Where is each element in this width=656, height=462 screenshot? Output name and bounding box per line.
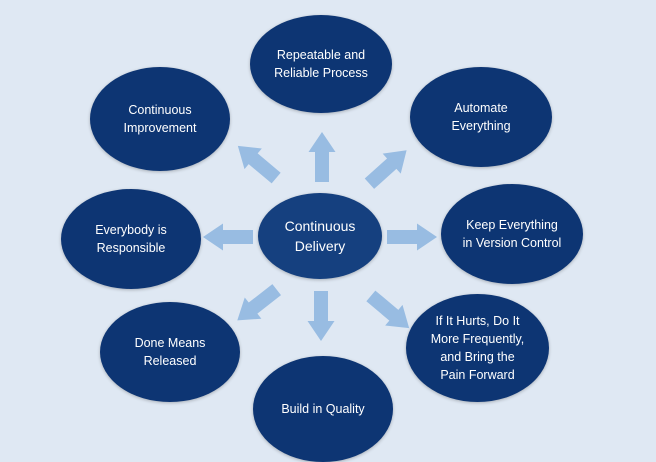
node-continuous-improvement: Continuous Improvement bbox=[90, 67, 230, 171]
node-repeatable-reliable-process: Repeatable and Reliable Process bbox=[250, 15, 392, 113]
repeatable-line-2: Reliable Process bbox=[274, 66, 368, 80]
everybody-line-1: Everybody is bbox=[95, 222, 167, 237]
improvement-line-2: Improvement bbox=[123, 121, 197, 135]
arrow-left bbox=[203, 223, 253, 251]
done-means-line-2: Released bbox=[143, 354, 197, 368]
node-version-control: Keep Everything in Version Control bbox=[441, 184, 583, 284]
version-control-line-1: Keep Everything bbox=[466, 217, 558, 232]
node-automate-everything: Automate Everything bbox=[410, 67, 552, 167]
repeatable-line-1: Repeatable and bbox=[276, 47, 366, 62]
center-line-2: Delivery bbox=[294, 238, 346, 254]
node-continuous-delivery: Continuous Delivery bbox=[258, 193, 382, 279]
if-it-hurts-line-4: Pain Forward bbox=[440, 368, 515, 383]
arrow-down bbox=[307, 291, 335, 341]
arrow-down-right bbox=[366, 290, 410, 329]
version-control-line-2: in Version Control bbox=[462, 236, 562, 250]
node-everybody-responsible: Everybody is Responsible bbox=[61, 189, 201, 289]
automate-line-1: Automate bbox=[454, 100, 508, 115]
if-it-hurts-line-2: More Frequently, bbox=[430, 331, 525, 346]
arrow-up-right bbox=[364, 150, 407, 189]
improvement-line-1: Continuous bbox=[128, 102, 192, 117]
everybody-line-2: Responsible bbox=[96, 241, 166, 255]
if-it-hurts-line-3: and Bring the bbox=[440, 350, 515, 364]
arrow-up-left bbox=[237, 145, 281, 184]
arrow-down-left bbox=[237, 284, 282, 321]
arrow-up bbox=[308, 132, 336, 182]
done-means-line-1: Done Means bbox=[134, 335, 206, 350]
if-it-hurts-line-1: If It Hurts, Do It bbox=[435, 313, 520, 328]
automate-line-2: Everything bbox=[451, 119, 511, 133]
center-line-1: Continuous bbox=[284, 217, 356, 234]
arrow-right bbox=[387, 223, 437, 251]
build-quality-line-1: Build in Quality bbox=[281, 401, 365, 416]
node-if-it-hurts: If It Hurts, Do It More Frequently, and … bbox=[406, 294, 549, 402]
node-build-in-quality: Build in Quality bbox=[253, 356, 393, 462]
node-done-means-released: Done Means Released bbox=[100, 302, 240, 402]
